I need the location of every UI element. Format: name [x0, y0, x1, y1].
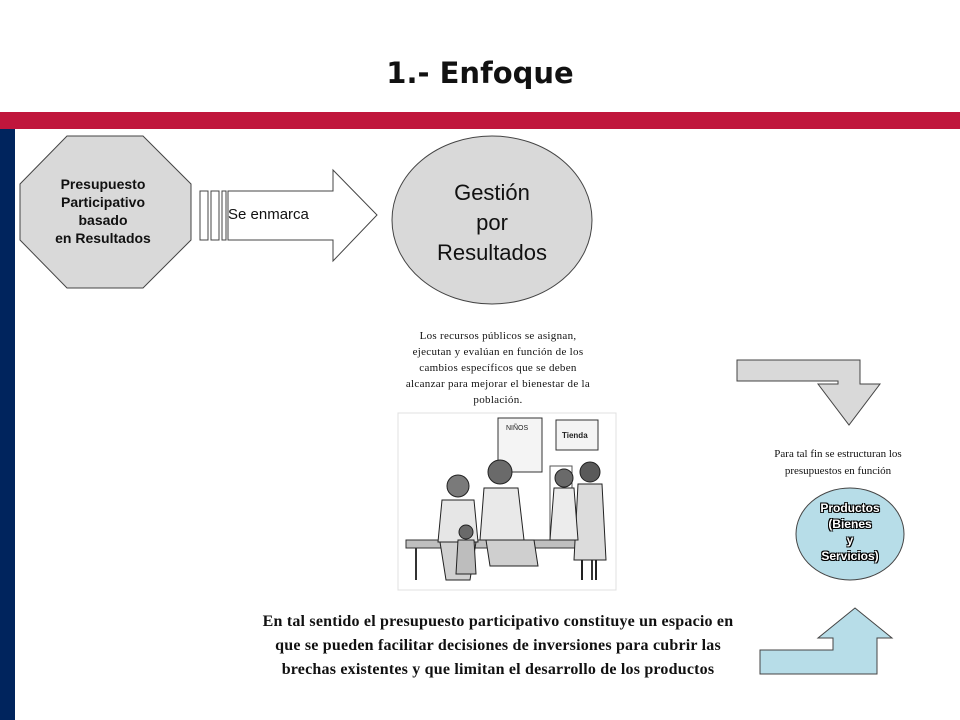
stripe-3 — [221, 190, 227, 241]
down-bent-arrow-shape — [736, 359, 882, 426]
octagon-shape — [19, 135, 192, 289]
circle-shape — [391, 135, 593, 305]
products-label: Productos (Bienes y Servicios) — [800, 500, 900, 564]
octagon-label-line: Participativo — [60, 194, 146, 210]
octagon-label-line: Presupuesto — [60, 176, 146, 192]
products-label-line: (Bienes — [828, 517, 872, 531]
products-label-line: y — [846, 533, 854, 547]
left-navy-band — [0, 129, 15, 720]
products-circle-shape — [795, 487, 905, 581]
products-label-line: Productos — [820, 501, 880, 515]
circle-label-line: Gestión — [454, 180, 530, 205]
up-bent-arrow-shape — [759, 607, 894, 675]
frames-arrow-label: Se enmarca — [228, 206, 309, 223]
stripe-2 — [210, 190, 220, 241]
octagon-label-line: en Resultados — [55, 230, 151, 246]
circle-label-line: Resultados — [436, 240, 548, 265]
description-text: Los recursos públicos se asignan, ejecut… — [405, 330, 591, 406]
poster-tienda — [555, 419, 599, 451]
frames-arrow-shape — [227, 168, 378, 263]
conclusion-text: En tal sentido el presupuesto participat… — [262, 613, 734, 678]
stripe-1 — [199, 190, 209, 241]
circle-label: Gestión por Resultados — [392, 178, 592, 268]
page-title: 1.- Enfoque — [386, 56, 574, 90]
poster-tienda-label: Tienda — [562, 431, 588, 440]
circle-label-line: por — [476, 210, 508, 235]
poster-ninos-label: NIÑOS — [506, 423, 529, 432]
community-illustration: NIÑOS Tienda — [397, 412, 617, 591]
octagon-label: Presupuesto Participativo basado en Resu… — [38, 175, 168, 247]
side-note-text: Para tal fin se estructuran los presupue… — [774, 448, 902, 477]
octagon-label-line: basado — [78, 212, 128, 228]
header-red-band — [0, 112, 960, 129]
products-label-line: Servicios) — [821, 549, 879, 563]
